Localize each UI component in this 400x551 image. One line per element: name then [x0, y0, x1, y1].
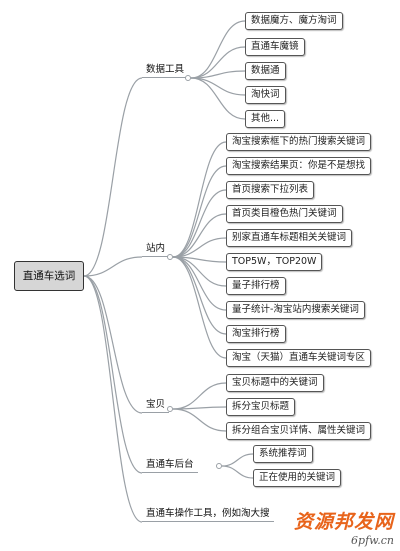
leaf-on-site-5[interactable]: 别家直通车标题相关关键词: [226, 229, 353, 247]
connector-line: [190, 77, 246, 120]
connector-line: [172, 141, 227, 258]
collapse-toggle-icon[interactable]: [167, 254, 173, 260]
connector-line: [172, 256, 227, 311]
connector-line: [190, 46, 246, 79]
leaf-on-site-4[interactable]: 首页类目橙色热门关键词: [226, 205, 343, 223]
connector-line: [172, 382, 227, 410]
connector-line: [83, 275, 143, 523]
leaf-on-site-6[interactable]: TOP5W，TOP20W: [226, 253, 323, 271]
leaf-item-2[interactable]: 拆分宝贝标题: [226, 398, 296, 416]
root-node[interactable]: 直通车选词: [14, 261, 84, 291]
leaf-on-site-1[interactable]: 淘宝搜索框下的热门搜索关键词: [226, 133, 372, 151]
connector-line: [83, 275, 143, 474]
leaf-on-site-10[interactable]: 淘宝（天猫）直通车关键词专区: [226, 349, 372, 367]
connector-line: [172, 237, 227, 258]
leaf-on-site-9[interactable]: 淘宝排行榜: [226, 325, 286, 343]
branch-operation-tools[interactable]: 直通车操作工具，例如淘大搜: [142, 507, 274, 522]
branch-backend[interactable]: 直通车后台: [142, 458, 198, 473]
connector-line: [172, 165, 227, 258]
branch-item[interactable]: 宝贝: [142, 398, 170, 413]
connector-line: [172, 256, 227, 359]
connector-line: [172, 256, 227, 287]
connector-line: [83, 275, 143, 414]
leaf-backend-2[interactable]: 正在使用的关键词: [253, 469, 342, 487]
branch-on-site[interactable]: 站内: [142, 242, 170, 257]
collapse-toggle-icon[interactable]: [185, 75, 191, 81]
leaf-item-3[interactable]: 拆分组合宝贝详情、属性关键词: [226, 422, 372, 440]
collapse-toggle-icon[interactable]: [167, 406, 173, 412]
branch-data-tools[interactable]: 数据工具: [142, 63, 189, 78]
watermark-url: 6pfw.cn: [351, 534, 394, 547]
collapse-toggle-icon[interactable]: [216, 463, 222, 469]
leaf-data-tools-1[interactable]: 数据魔方、魔方淘词: [245, 12, 343, 30]
watermark-title: 资源邦发网: [293, 511, 394, 533]
leaf-data-tools-5[interactable]: 其他...: [245, 110, 286, 128]
leaf-data-tools-2[interactable]: 直通车魔镜: [245, 38, 305, 56]
connector-line: [172, 408, 227, 432]
connector-line: [190, 77, 246, 96]
connector-line: [83, 77, 143, 277]
leaf-on-site-2[interactable]: 淘宝搜索结果页：你是不是想找: [226, 157, 372, 175]
leaf-on-site-8[interactable]: 量子统计-淘宝站内搜索关键词: [226, 301, 365, 319]
connector-line: [221, 453, 254, 467]
connector-line: [172, 256, 227, 335]
leaf-on-site-7[interactable]: 量子排行榜: [226, 277, 286, 295]
connector-line: [172, 213, 227, 258]
leaf-backend-1[interactable]: 系统推荐词: [253, 445, 313, 463]
leaf-data-tools-3[interactable]: 数据通: [245, 62, 286, 80]
connector-line: [190, 20, 246, 79]
site-watermark: 资源邦发网 6pfw.cn: [294, 507, 394, 547]
leaf-data-tools-4[interactable]: 淘快词: [245, 86, 286, 104]
leaf-on-site-3[interactable]: 首页搜索下拉列表: [226, 181, 315, 199]
connector-line: [221, 465, 254, 479]
connector-line: [83, 256, 143, 277]
connector-line: [172, 189, 227, 258]
leaf-item-1[interactable]: 宝贝标题中的关键词: [226, 374, 324, 392]
